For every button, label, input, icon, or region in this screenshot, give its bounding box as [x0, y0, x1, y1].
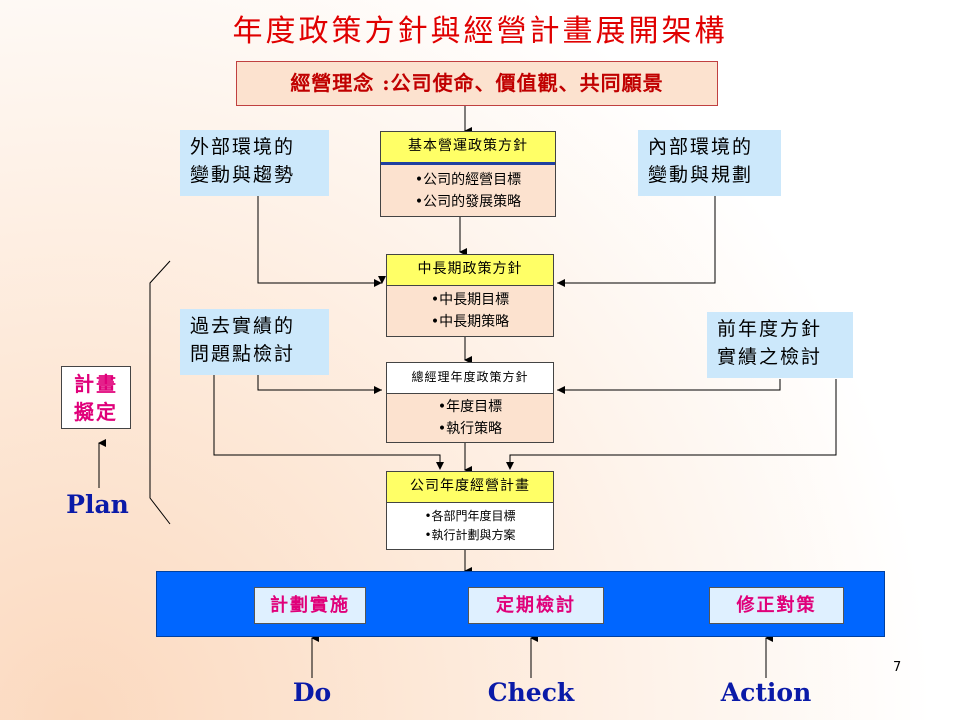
basic-policy-item-1: •公司的經營目標 — [414, 171, 522, 188]
mid-long-policy-box: 中長期政策方針 •中長期目標 •中長期策略 — [386, 254, 554, 337]
annual-policy-box: 總經理年度政策方針 •年度目標 •執行策略 — [386, 362, 554, 443]
internal-line-1: 內部環境的 — [648, 136, 754, 158]
action-label: Action — [720, 678, 812, 707]
external-line-1: 外部環境的 — [190, 136, 296, 158]
band-item-review: 定期檢討 — [468, 587, 604, 624]
annual-plan-item-2: •執行計劃與方案 — [424, 528, 516, 542]
mid-long-policy-body: •中長期目標 •中長期策略 — [387, 286, 553, 336]
mid-long-policy-header: 中長期政策方針 — [387, 255, 553, 286]
annual-item-2: •執行策略 — [437, 421, 503, 437]
plan-box-line-1: 計畫 — [74, 372, 118, 396]
check-label: Check — [487, 678, 575, 707]
page-title: 年度政策方針與經營計畫展開架構 — [232, 14, 728, 49]
basic-policy-box: 基本營運政策方針 •公司的經營目標 •公司的發展策略 — [380, 131, 556, 217]
past-results-box: 過去實績的 問題點檢討 — [180, 309, 329, 375]
page-number: 7 — [893, 660, 902, 675]
internal-environment-box: 內部環境的 變動與規劃 — [638, 130, 781, 196]
prev-year-box: 前年度方針 實績之檢討 — [707, 312, 853, 378]
plan-label: Plan — [66, 490, 129, 519]
basic-policy-header: 基本營運政策方針 — [381, 132, 555, 165]
external-line-2: 變動與趨勢 — [190, 164, 296, 186]
annual-plan-item-1: •各部門年度目標 — [424, 509, 516, 523]
past-line-2: 問題點檢討 — [190, 343, 296, 365]
annual-plan-box: 公司年度經營計畫 •各部門年度目標 •執行計劃與方案 — [386, 471, 554, 550]
philosophy-box: 經營理念 :公司使命、價值觀、共同願景 — [236, 61, 718, 106]
band-item-correct: 修正對策 — [709, 587, 844, 624]
annual-plan-header: 公司年度經營計畫 — [387, 472, 553, 503]
external-environment-box: 外部環境的 變動與趨勢 — [180, 130, 329, 196]
basic-policy-body: •公司的經營目標 •公司的發展策略 — [381, 165, 555, 216]
plan-drafting-box: 計畫 擬定 — [61, 366, 131, 429]
annual-item-1: •年度目標 — [437, 399, 503, 415]
plan-box-line-2: 擬定 — [74, 400, 118, 424]
annual-plan-body: •各部門年度目標 •執行計劃與方案 — [387, 503, 553, 549]
internal-line-2: 變動與規劃 — [648, 164, 754, 186]
prev-year-line-1: 前年度方針 — [717, 318, 823, 340]
mid-long-item-2: •中長期策略 — [430, 314, 510, 330]
band-item-implement: 計劃實施 — [254, 587, 366, 624]
annual-policy-header: 總經理年度政策方針 — [387, 363, 553, 394]
do-label: Do — [292, 678, 332, 707]
past-line-1: 過去實績的 — [190, 315, 296, 337]
prev-year-line-2: 實績之檢討 — [717, 346, 823, 368]
basic-policy-item-2: •公司的發展策略 — [414, 193, 522, 210]
annual-policy-body: •年度目標 •執行策略 — [387, 394, 553, 442]
mid-long-item-1: •中長期目標 — [430, 292, 510, 308]
